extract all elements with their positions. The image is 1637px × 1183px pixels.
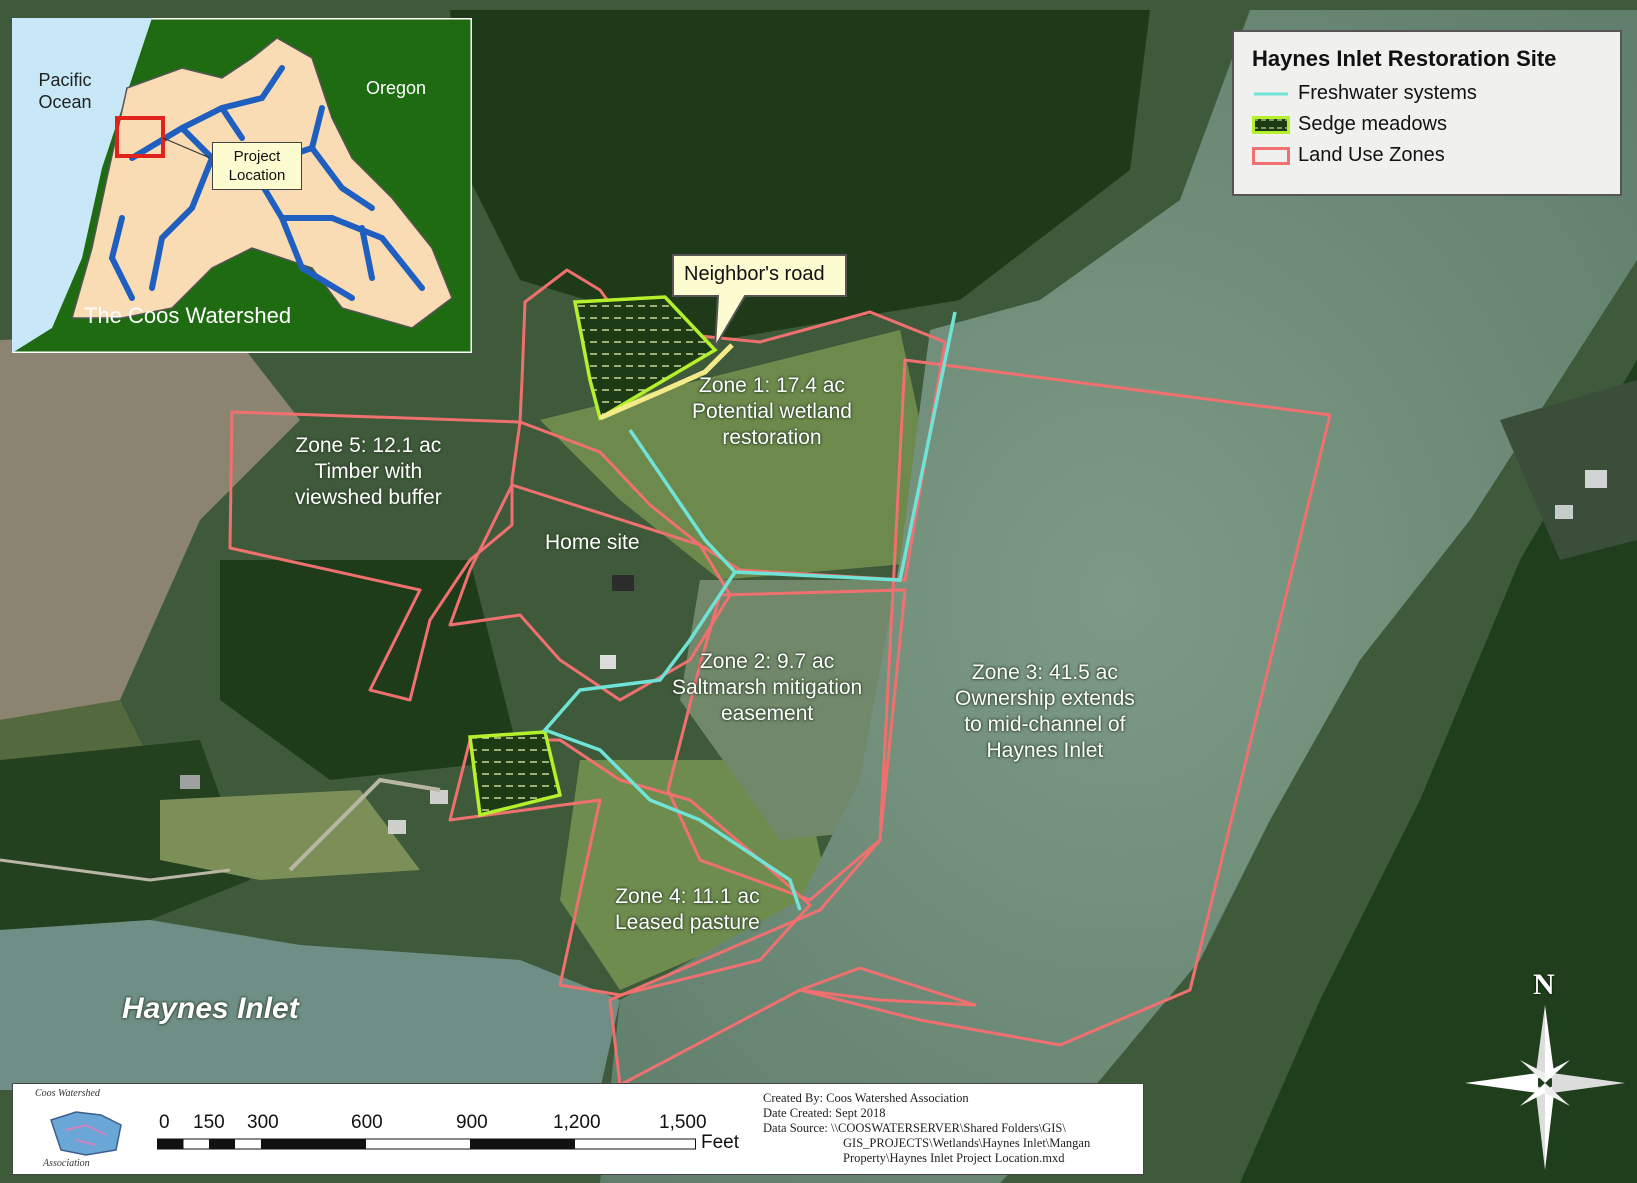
legend-item-zones: Land Use Zones xyxy=(1252,140,1602,171)
scale-bar-panel: Coos Watershed Association 0 150 300 600… xyxy=(12,1083,1144,1175)
scale-bar xyxy=(157,1138,696,1150)
freshwater-stream-2 xyxy=(541,571,802,911)
map-credits: Created By: Coos Watershed Association D… xyxy=(763,1091,1091,1165)
watershed-logo-icon xyxy=(50,1111,122,1156)
scale-unit: Feet xyxy=(701,1132,740,1153)
scale-tick-1500: 1,500 xyxy=(659,1112,707,1133)
sedge-meadow-north xyxy=(572,295,718,421)
neighbors-road-label: Neighbor's road xyxy=(684,263,825,285)
north-arrow-icon xyxy=(1465,1005,1625,1170)
legend-title: Haynes Inlet Restoration Site xyxy=(1252,46,1557,71)
scale-tick-150: 150 xyxy=(193,1112,225,1133)
scale-tick-900: 900 xyxy=(456,1112,488,1133)
neighbors-road-callout xyxy=(672,254,847,348)
legend-item-sedge: Sedge meadows xyxy=(1252,109,1602,140)
home-site-label: Home site xyxy=(545,531,640,554)
logo-top-text: Coos Watershed xyxy=(35,1088,100,1099)
legend: Haynes Inlet Restoration Site Freshwater… xyxy=(1232,30,1622,196)
zone5-boundary xyxy=(228,410,522,702)
inset-pacific-label: Pacific Ocean xyxy=(38,70,92,112)
scale-tick-1200: 1,200 xyxy=(553,1112,601,1133)
sedge-swatch-icon xyxy=(1252,115,1290,134)
neighbors-road xyxy=(599,343,734,421)
inset-watershed-label: The Coos Watershed xyxy=(84,303,292,328)
legend-item-freshwater: Freshwater systems xyxy=(1252,78,1602,109)
freshwater-swatch-icon xyxy=(1254,92,1288,95)
inset-project-location-label: Project Location xyxy=(212,142,302,190)
north-label: N xyxy=(1533,968,1555,1001)
scale-tick-300: 300 xyxy=(247,1112,279,1133)
haynes-inlet-label: Haynes Inlet xyxy=(122,992,299,1025)
inset-oregon-label: Oregon xyxy=(366,78,427,98)
scale-tick-600: 600 xyxy=(351,1112,383,1133)
home-site-boundary xyxy=(448,483,732,702)
zone4-boundary xyxy=(448,738,812,997)
scale-tick-0: 0 xyxy=(159,1112,170,1133)
zones-swatch-icon xyxy=(1252,146,1290,165)
sedge-meadow-south xyxy=(468,730,563,818)
zone2-boundary xyxy=(666,588,907,902)
logo-bottom-text: Association xyxy=(43,1158,90,1169)
